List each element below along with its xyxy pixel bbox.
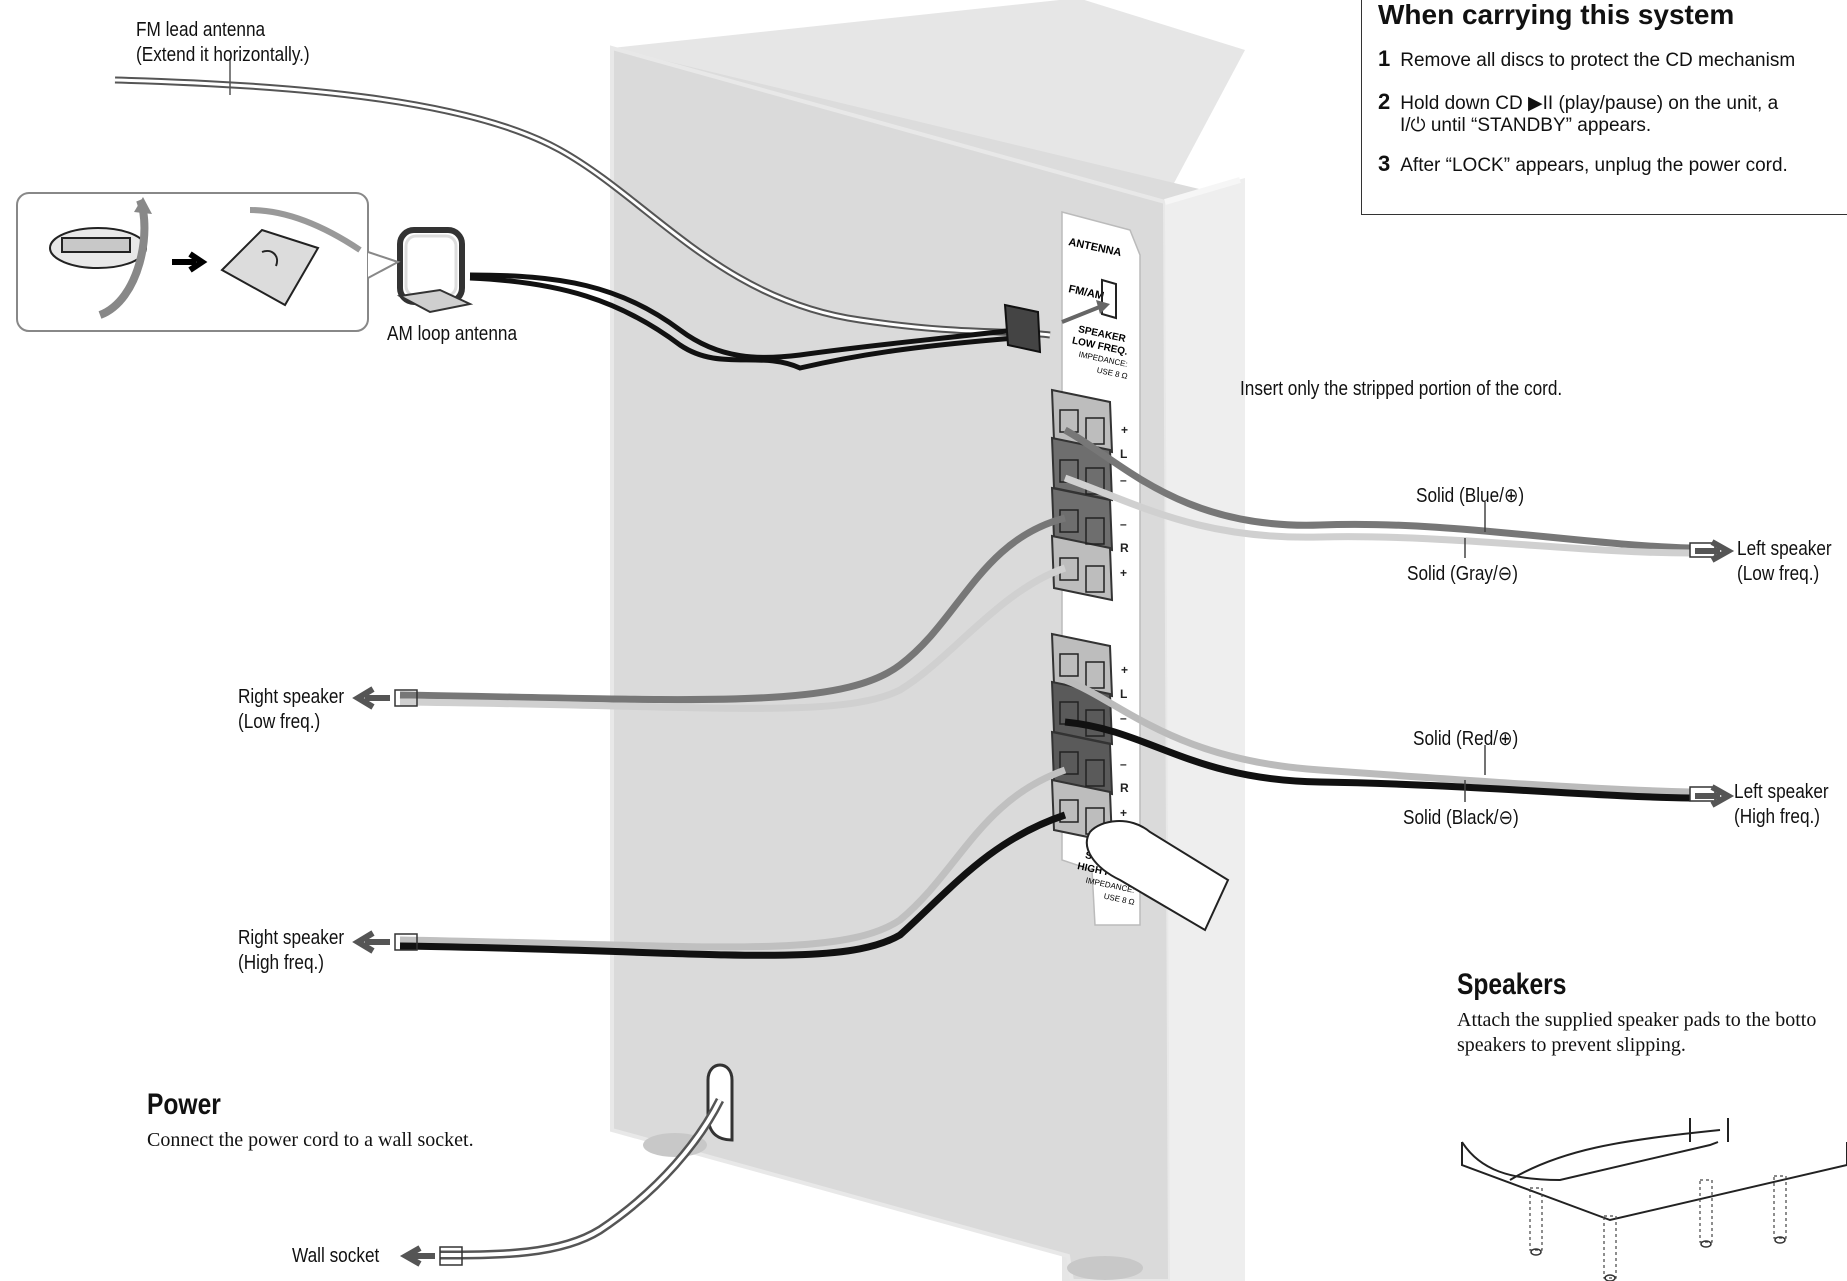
svg-text:–: – — [1120, 711, 1127, 725]
right-speaker-high-label: Right speaker (High freq.) — [238, 927, 345, 974]
terminal-polarity-marks: + L – – R + + L – – R + — [1120, 423, 1129, 820]
wall-socket-label: Wall socket — [292, 1245, 380, 1267]
left-cable-ends — [352, 686, 418, 954]
wire-label-blue: Solid (Blue/⊕) — [1416, 485, 1525, 507]
arrow-left-icon — [352, 686, 390, 710]
svg-text:+: + — [1120, 806, 1127, 820]
svg-text:R: R — [1120, 541, 1129, 555]
am-antenna-cable — [469, 272, 1016, 360]
svg-text:–: – — [1120, 757, 1127, 771]
speaker-bottom-illustration — [1461, 1118, 1847, 1281]
speakers-description-line1: Attach the supplied speaker pads to the … — [1457, 1009, 1817, 1031]
fm-antenna-label-line1: FM lead antenna — [136, 19, 266, 41]
power-heading: Power — [147, 1088, 221, 1121]
svg-text:L: L — [1120, 447, 1127, 461]
svg-text:R: R — [1120, 781, 1129, 795]
carrying-step-2-cont: I/⏻ until “STANDBY” appears. — [1400, 115, 1652, 136]
arrow-left-icon — [352, 930, 390, 954]
fm-antenna-label: FM lead antenna (Extend it horizontally.… — [136, 18, 310, 68]
left-speaker-low-label: Left speaker (Low freq.) — [1737, 538, 1832, 585]
right-cable-ends — [1689, 539, 1735, 808]
antenna-connector — [1003, 303, 1042, 354]
high-freq-cables — [399, 676, 1691, 959]
speakers-description-line2: speakers to prevent slipping. — [1457, 1034, 1686, 1056]
svg-text:+: + — [1121, 663, 1128, 677]
am-antenna-label: AM loop antenna — [387, 323, 518, 345]
insert-note: Insert only the stripped portion of the … — [1240, 378, 1563, 400]
unit-side — [1165, 178, 1245, 1281]
svg-text:+: + — [1121, 423, 1128, 437]
power-cord — [399, 1063, 734, 1267]
svg-text:L: L — [1120, 687, 1127, 701]
svg-text:–: – — [1120, 517, 1127, 531]
finger-icon — [1085, 820, 1230, 932]
am-loop-antenna — [396, 227, 474, 314]
am-antenna-assembly-inset — [16, 192, 401, 332]
speakers-heading: Speakers — [1457, 968, 1567, 1001]
carrying-title: When carrying this system — [1378, 0, 1735, 30]
right-speaker-low-label: Right speaker (Low freq.) — [238, 686, 345, 733]
wire-label-gray: Solid (Gray/⊖) — [1407, 563, 1518, 585]
left-speaker-high-label: Left speaker (High freq.) — [1734, 781, 1829, 828]
power-description: Connect the power cord to a wall socket. — [147, 1129, 474, 1151]
wire-label-red: Solid (Red/⊕) — [1413, 728, 1519, 750]
svg-text:+: + — [1120, 566, 1127, 580]
low-freq-cables — [399, 426, 1691, 712]
svg-text:–: – — [1120, 473, 1127, 487]
arrow-left-icon — [399, 1245, 435, 1267]
wire-label-black: Solid (Black/⊖) — [1403, 807, 1519, 829]
arrow-right-icon — [1695, 784, 1735, 808]
speaker-terminals-high — [1050, 632, 1114, 844]
arrow-right-icon — [1695, 539, 1735, 563]
fm-antenna-label-line2: (Extend it horizontally.) — [136, 44, 310, 66]
